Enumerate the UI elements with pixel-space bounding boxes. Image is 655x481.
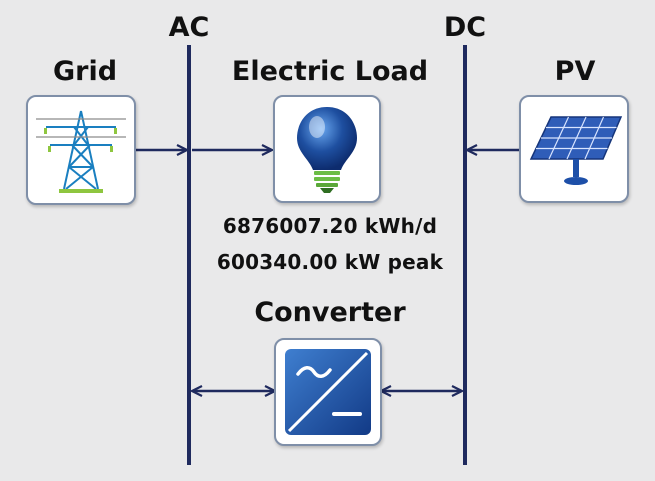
light-bulb-icon <box>297 107 357 193</box>
load-peak-readout: 600340.00 kW peak <box>216 250 444 274</box>
converter-label: Converter <box>254 297 406 328</box>
pv-node[interactable] <box>519 95 629 203</box>
pv-label: PV <box>554 56 596 87</box>
electric-load-node[interactable] <box>273 95 381 203</box>
converter-node[interactable] <box>274 338 382 446</box>
grid-label: Grid <box>52 56 118 87</box>
ac-dc-converter-icon <box>285 349 371 435</box>
solar-panel-icon <box>529 116 623 185</box>
load-energy-readout: 6876007.20 kWh/d <box>222 214 438 238</box>
ac-bus-label: AC <box>168 12 210 43</box>
transmission-tower-icon <box>36 110 126 193</box>
dc-bus-label: DC <box>443 12 487 43</box>
load-label: Electric Load <box>231 56 429 87</box>
grid-node[interactable] <box>26 95 136 205</box>
